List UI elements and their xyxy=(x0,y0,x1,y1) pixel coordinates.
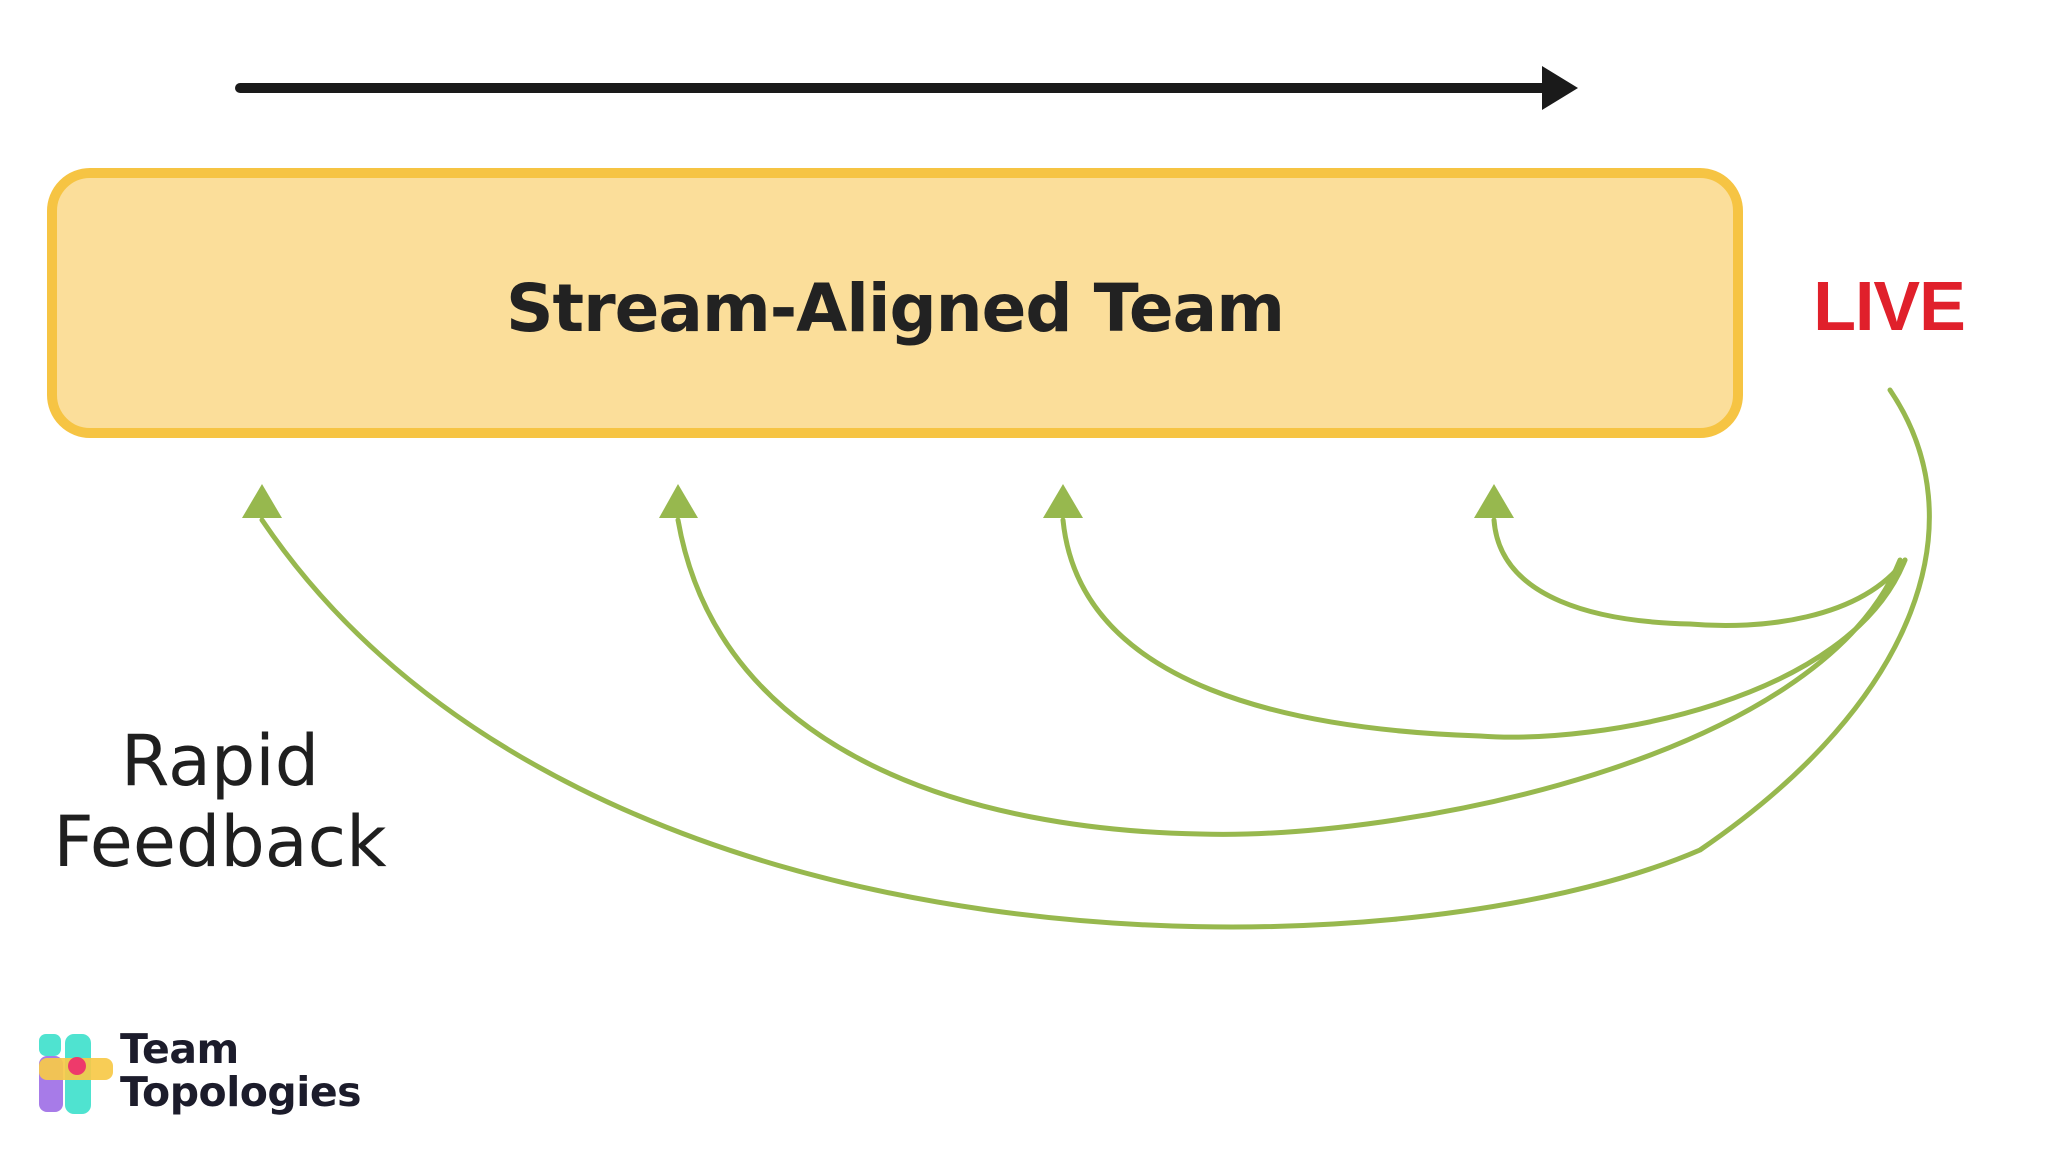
brand-name-line2: Topologies xyxy=(120,1068,362,1116)
feedback-arrowhead-2 xyxy=(659,484,698,518)
feedback-arrowhead-3 xyxy=(1043,484,1083,518)
stream-aligned-team-box xyxy=(47,168,1743,438)
feedback-arrowhead-4 xyxy=(1474,484,1514,518)
flow-arrow xyxy=(235,66,1578,110)
feedback-arrow-3 xyxy=(1060,517,1908,740)
brand-name: Team Topologies xyxy=(120,1025,362,1116)
stream-aligned-team-label: Stream-Aligned Team xyxy=(506,270,1284,347)
feedback-arrows xyxy=(259,387,1932,930)
team-topologies-logo-icon xyxy=(39,1034,113,1114)
rapid-feedback-label-line1: Rapid xyxy=(121,720,319,802)
brand-name-line1: Team xyxy=(120,1025,239,1073)
feedback-arrow-2 xyxy=(675,517,1903,837)
rapid-feedback-label-line2: Feedback xyxy=(53,801,387,883)
live-label: LIVE xyxy=(1813,267,1965,345)
feedback-arrow-4 xyxy=(1491,517,1908,628)
feedback-arrowheads xyxy=(242,484,1514,518)
feedback-arrowhead-1 xyxy=(242,484,282,518)
feedback-arrow-1 xyxy=(259,387,1932,930)
